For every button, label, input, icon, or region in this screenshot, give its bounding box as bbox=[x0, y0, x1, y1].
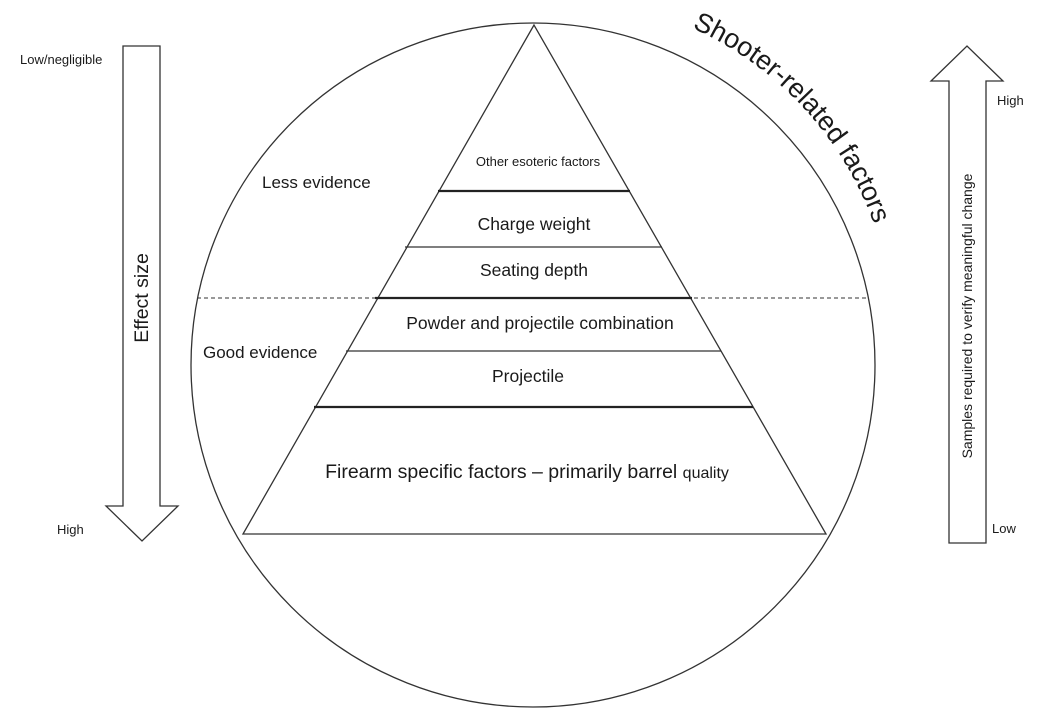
samples-title: Samples required to verify meaningful ch… bbox=[959, 173, 975, 458]
tier-label-seating-depth: Seating depth bbox=[480, 260, 588, 280]
tier-label-firearm: Firearm specific factors – primarily bar… bbox=[325, 461, 729, 483]
evidence-label-good: Good evidence bbox=[203, 343, 317, 362]
tier-label-firearm-main: Firearm specific factors – primarily bar… bbox=[325, 461, 677, 483]
effect-size-arrow bbox=[104, 45, 180, 542]
evidence-label-less: Less evidence bbox=[262, 173, 371, 192]
samples-arrow bbox=[929, 45, 1005, 544]
ring-label-path: Shooter-related factors bbox=[689, 6, 896, 226]
ring-label: Shooter-related factors bbox=[689, 6, 896, 226]
effect-size-title: Effect size bbox=[131, 253, 153, 343]
tier-label-firearm-suffix: quality bbox=[683, 465, 729, 482]
tier-label-charge-weight: Charge weight bbox=[478, 214, 591, 234]
samples-high-label: High bbox=[997, 93, 1024, 108]
outer-circle bbox=[190, 22, 876, 708]
samples-low-label: Low bbox=[992, 521, 1016, 536]
tier-label-esoteric: Other esoteric factors bbox=[476, 154, 601, 169]
tier-label-powder-projectile: Powder and projectile combination bbox=[406, 313, 674, 333]
effect-size-high-label: High bbox=[57, 522, 84, 537]
effect-size-low-label: Low/negligible bbox=[20, 52, 102, 67]
tier-label-projectile: Projectile bbox=[492, 366, 564, 386]
